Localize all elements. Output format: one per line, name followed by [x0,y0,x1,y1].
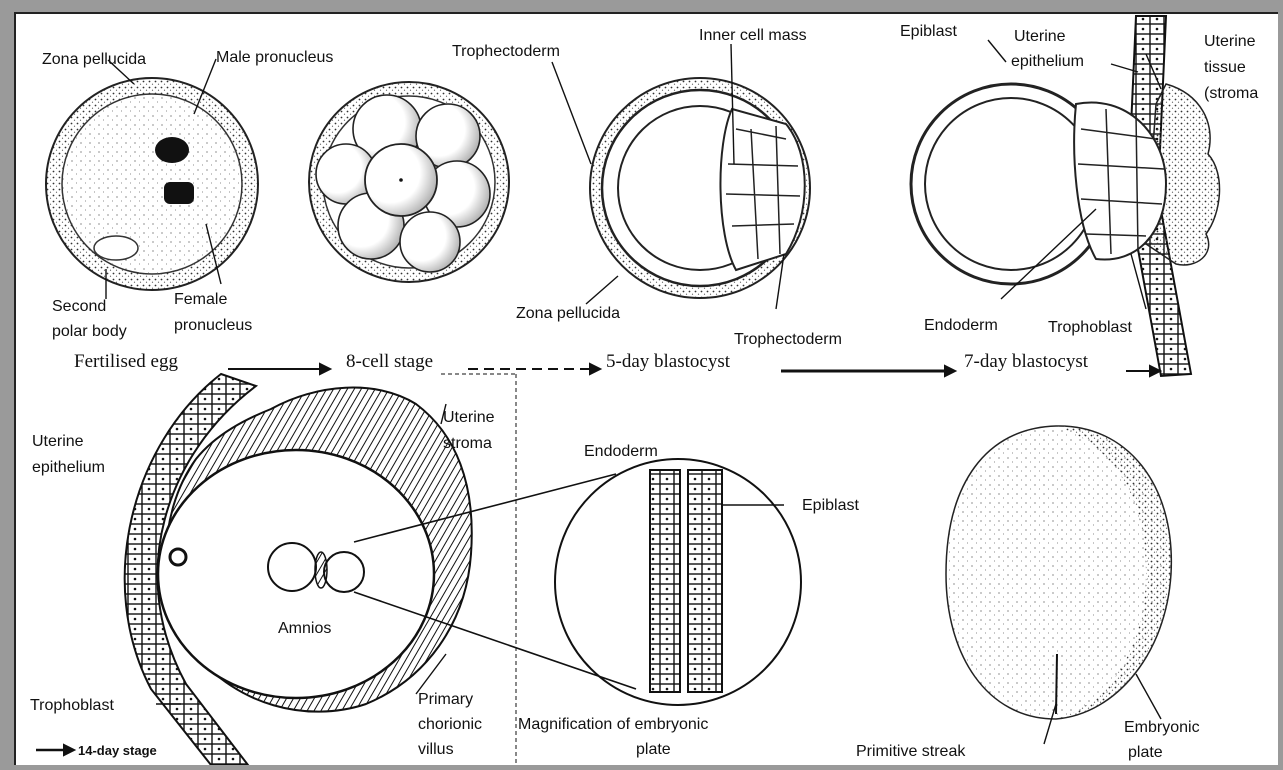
label-epiblast-1: Epiblast [900,23,957,40]
embryonic-plate-drawing [946,426,1171,719]
label-embryonic-plate-1: Embryonic [1124,719,1200,736]
label-epiblast-2: Epiblast [802,497,859,514]
label-trophectoderm-1: Trophectoderm [452,43,560,60]
label-female-pronucleus-1: Female [174,291,227,308]
five-day-blastocyst-drawing [590,78,810,298]
caption-eight-cell-stage: 8-cell stage [346,351,433,372]
label-magnification-2: plate [636,741,671,758]
label-endoderm-1: Endoderm [924,317,998,334]
caption-fertilised-egg: Fertilised egg [74,351,178,372]
label-female-pronucleus-2: pronucleus [174,317,252,334]
label-trophoblast-2: Trophoblast [30,697,114,714]
label-inner-cell-mass: Inner cell mass [699,27,807,44]
fertilised-egg-drawing [46,78,258,290]
label-zona-pellucida-2: Zona pellucida [516,305,620,322]
label-primary-villus-3: villus [418,741,454,758]
label-male-pronucleus: Male pronucleus [216,49,333,66]
diagram-sheet: Zona pellucida Male pronucleus Second po… [14,12,1278,765]
label-zona-pellucida-1: Zona pellucida [42,51,146,68]
caption-five-day-blastocyst: 5-day blastocyst [606,351,731,372]
label-primary-villus-2: chorionic [418,716,482,733]
label-amnios: Amnios [278,620,331,637]
label-trophoblast-1: Trophoblast [1048,319,1132,336]
label-endoderm-2: Endoderm [584,443,658,460]
embryo-development-diagram: Zona pellucida Male pronucleus Second po… [16,14,1278,765]
label-magnification-1: Magnification of embryonic [518,716,708,733]
label-uterine-epithelium-left-1: Uterine [32,433,84,450]
label-uterine-epithelium-top-2: epithelium [1011,53,1084,70]
caption-seven-day-blastocyst: 7-day blastocyst [964,351,1089,372]
label-trophectoderm-2: Trophectoderm [734,331,842,348]
label-primary-villus-1: Primary [418,691,473,708]
label-embryonic-plate-2: plate [1128,744,1163,761]
label-uterine-tissue-2: tissue [1204,59,1246,76]
label-uterine-tissue-3: (stroma [1204,85,1258,102]
label-primitive-streak: Primitive streak [856,743,966,760]
eight-cell-drawing [309,82,509,282]
label-uterine-tissue-1: Uterine [1204,33,1256,50]
label-uterine-epithelium-top-1: Uterine [1014,28,1066,45]
label-uterine-epithelium-left-2: epithelium [32,459,105,476]
label-second-polar-body-2: polar body [52,323,127,340]
label-uterine-stroma-2: stroma [443,435,492,452]
caption-fourteen-day-stage: 14-day stage [78,743,157,758]
label-second-polar-body-1: Second [52,298,106,315]
label-uterine-stroma-1: Uterine [443,409,495,426]
